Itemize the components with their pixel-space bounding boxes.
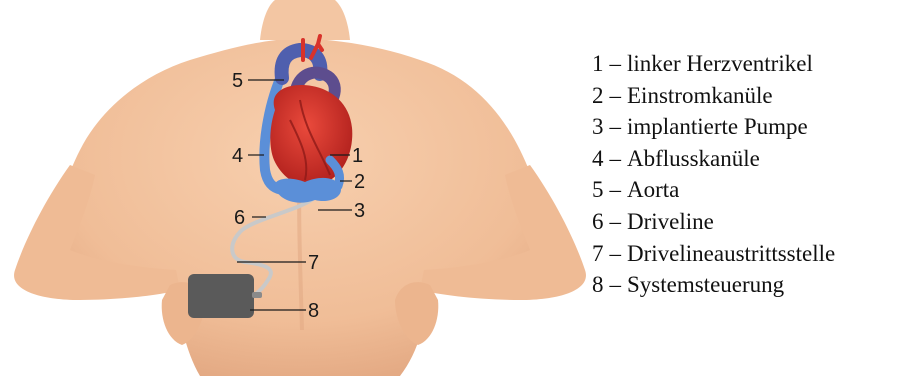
neck xyxy=(260,0,350,40)
callout-1: 1 xyxy=(352,145,363,167)
callout-3: 3 xyxy=(354,200,365,222)
legend-label: Driveline xyxy=(627,209,714,234)
legend-number: 3 xyxy=(592,114,604,139)
legend-label: Abflusskanüle xyxy=(627,146,760,171)
legend-separator: – xyxy=(604,241,628,266)
legend-label: implantierte Pumpe xyxy=(627,114,808,139)
legend-label: linker Herzventrikel xyxy=(627,51,813,76)
legend-number: 5 xyxy=(592,177,604,202)
legend-number: 2 xyxy=(592,83,604,108)
legend-number: 1 xyxy=(592,51,604,76)
callout-2: 2 xyxy=(354,171,365,193)
legend-number: 7 xyxy=(592,241,604,266)
legend-number: 4 xyxy=(592,146,604,171)
legend-number: 6 xyxy=(592,209,604,234)
legend-separator: – xyxy=(604,83,628,108)
legend-item: 5–Aorta xyxy=(592,174,835,206)
legend-separator: – xyxy=(604,51,628,76)
legend-item: 2–Einstromkanüle xyxy=(592,80,835,112)
callout-4: 4 xyxy=(232,145,243,167)
legend-item: 4–Abflusskanüle xyxy=(592,143,835,175)
legend-separator: – xyxy=(604,177,628,202)
legend: 1–linker Herzventrikel 2–Einstromkanüle … xyxy=(592,48,835,301)
legend-item: 6–Driveline xyxy=(592,206,835,238)
legend-separator: – xyxy=(604,272,628,297)
legend-label: Drivelineaustrittsstelle xyxy=(627,241,835,266)
system-controller xyxy=(188,274,254,318)
legend-item: 7–Drivelineaustrittsstelle xyxy=(592,238,835,270)
callout-7: 7 xyxy=(308,252,319,274)
legend-separator: – xyxy=(604,146,628,171)
legend-item: 8–Systemsteuerung xyxy=(592,269,835,301)
callout-6: 6 xyxy=(234,207,245,229)
legend-label: Aorta xyxy=(627,177,679,202)
legend-item: 1–linker Herzventrikel xyxy=(592,48,835,80)
legend-number: 8 xyxy=(592,272,604,297)
callout-8: 8 xyxy=(308,300,319,322)
legend-item: 3–implantierte Pumpe xyxy=(592,111,835,143)
legend-label: Systemsteuerung xyxy=(627,272,784,297)
legend-separator: – xyxy=(604,114,628,139)
callout-5: 5 xyxy=(232,70,243,92)
legend-separator: – xyxy=(604,209,628,234)
controller-connector xyxy=(252,292,262,298)
legend-label: Einstromkanüle xyxy=(627,83,773,108)
